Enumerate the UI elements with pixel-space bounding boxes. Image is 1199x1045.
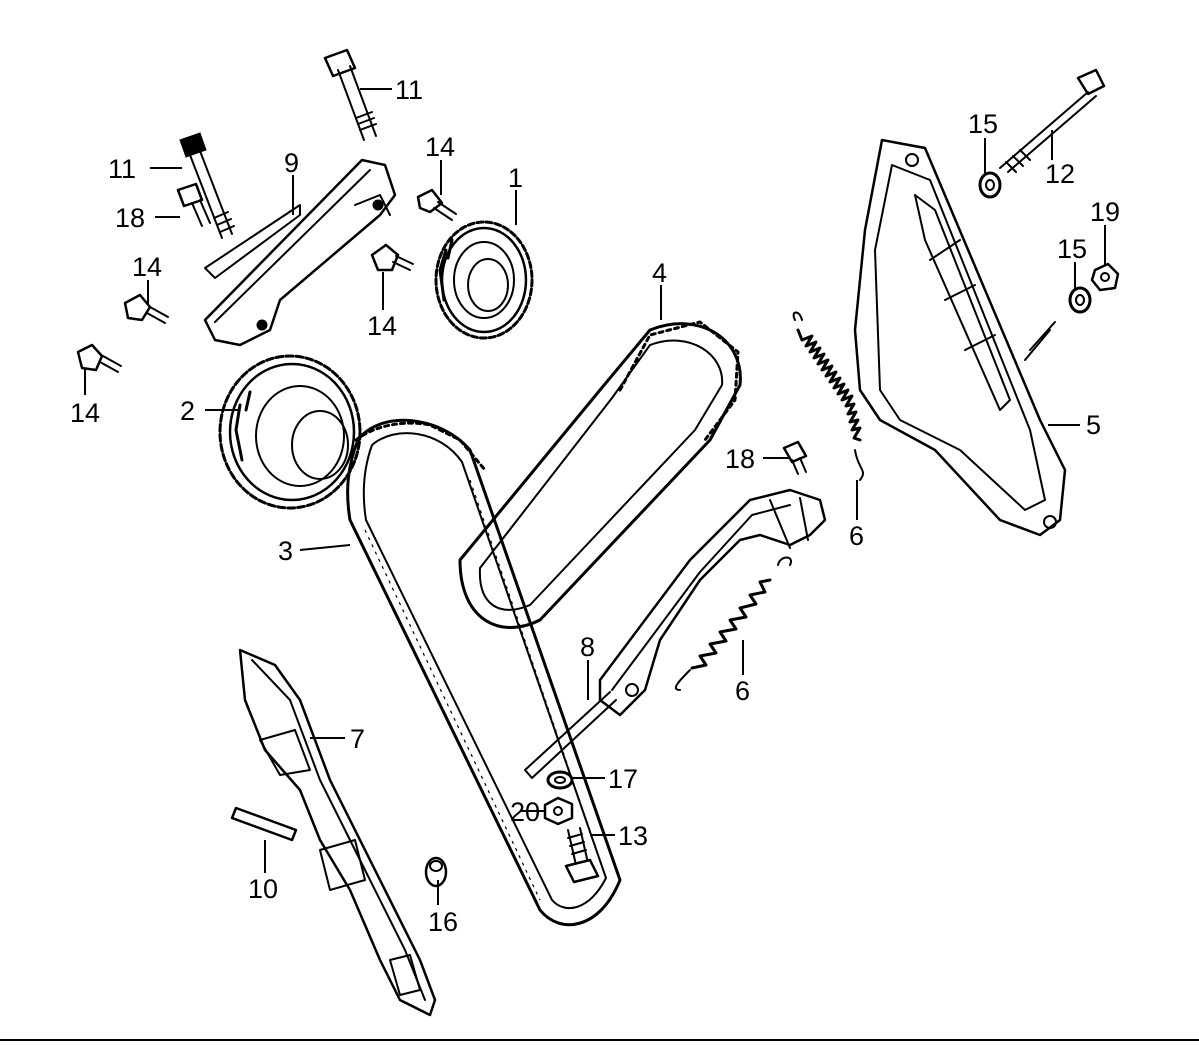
label-part-5: 5 <box>1086 410 1101 440</box>
nut-20 <box>543 796 574 826</box>
label-part-15-lower: 15 <box>1057 234 1087 264</box>
cam-chain-4 <box>458 320 742 629</box>
label-part-14-top: 14 <box>425 132 455 162</box>
label-part-4: 4 <box>652 258 667 288</box>
label-part-8: 8 <box>580 632 595 662</box>
label-part-11-left: 11 <box>108 154 136 184</box>
bolt-13 <box>564 827 600 884</box>
label-part-17: 17 <box>608 764 638 794</box>
bolt-14-left <box>123 293 169 324</box>
label-part-19: 19 <box>1090 197 1120 227</box>
label-part-14-far-left: 14 <box>70 398 100 428</box>
plug-16 <box>424 856 448 888</box>
cam-sprocket-1 <box>434 220 534 340</box>
washer-15-lower <box>1068 286 1092 314</box>
spring-6-lower <box>674 556 792 691</box>
label-part-18-right: 18 <box>725 444 755 474</box>
spring-6-top <box>792 311 865 481</box>
washer-15-top <box>978 171 1002 199</box>
bolt-11-left <box>179 132 235 239</box>
label-part-18-left: 18 <box>115 203 145 233</box>
nut-19 <box>1090 262 1120 292</box>
part-labels: 11 11 9 18 14 1 14 14 14 2 4 3 15 12 19 … <box>70 75 1120 937</box>
bolt-14-top <box>416 188 457 221</box>
label-part-6-top: 6 <box>849 521 864 551</box>
label-part-20: 20 <box>510 797 540 827</box>
tensioner-arm-8 <box>524 488 827 779</box>
cam-sprocket-2 <box>218 354 362 510</box>
label-part-11-top: 11 <box>395 75 423 105</box>
lower-chain-guide-7 <box>238 648 437 1017</box>
label-part-14-mid: 14 <box>367 311 397 341</box>
cam-chain-3 <box>346 418 622 927</box>
label-part-6-lower: 6 <box>735 676 750 706</box>
bolt-14-mid <box>370 243 414 272</box>
label-part-7: 7 <box>350 724 365 754</box>
washer-17 <box>546 770 574 790</box>
label-part-12: 12 <box>1045 159 1075 189</box>
label-part-10: 10 <box>248 874 278 904</box>
label-part-16: 16 <box>428 907 458 937</box>
label-part-9: 9 <box>284 148 299 178</box>
label-part-3: 3 <box>278 536 293 566</box>
label-part-13: 13 <box>618 821 648 851</box>
chain-cover-5 <box>853 138 1067 537</box>
leader-lines <box>84 88 1106 905</box>
upper-chain-guide <box>203 158 397 347</box>
label-part-1: 1 <box>508 163 523 193</box>
bolt-11-top <box>323 48 377 141</box>
bolt-18-left <box>176 182 211 227</box>
pin-10 <box>230 806 298 842</box>
label-part-14-left: 14 <box>132 252 162 282</box>
bolt-14-far-left <box>76 343 122 373</box>
label-part-15-top: 15 <box>968 109 998 139</box>
label-part-2: 2 <box>180 396 195 426</box>
